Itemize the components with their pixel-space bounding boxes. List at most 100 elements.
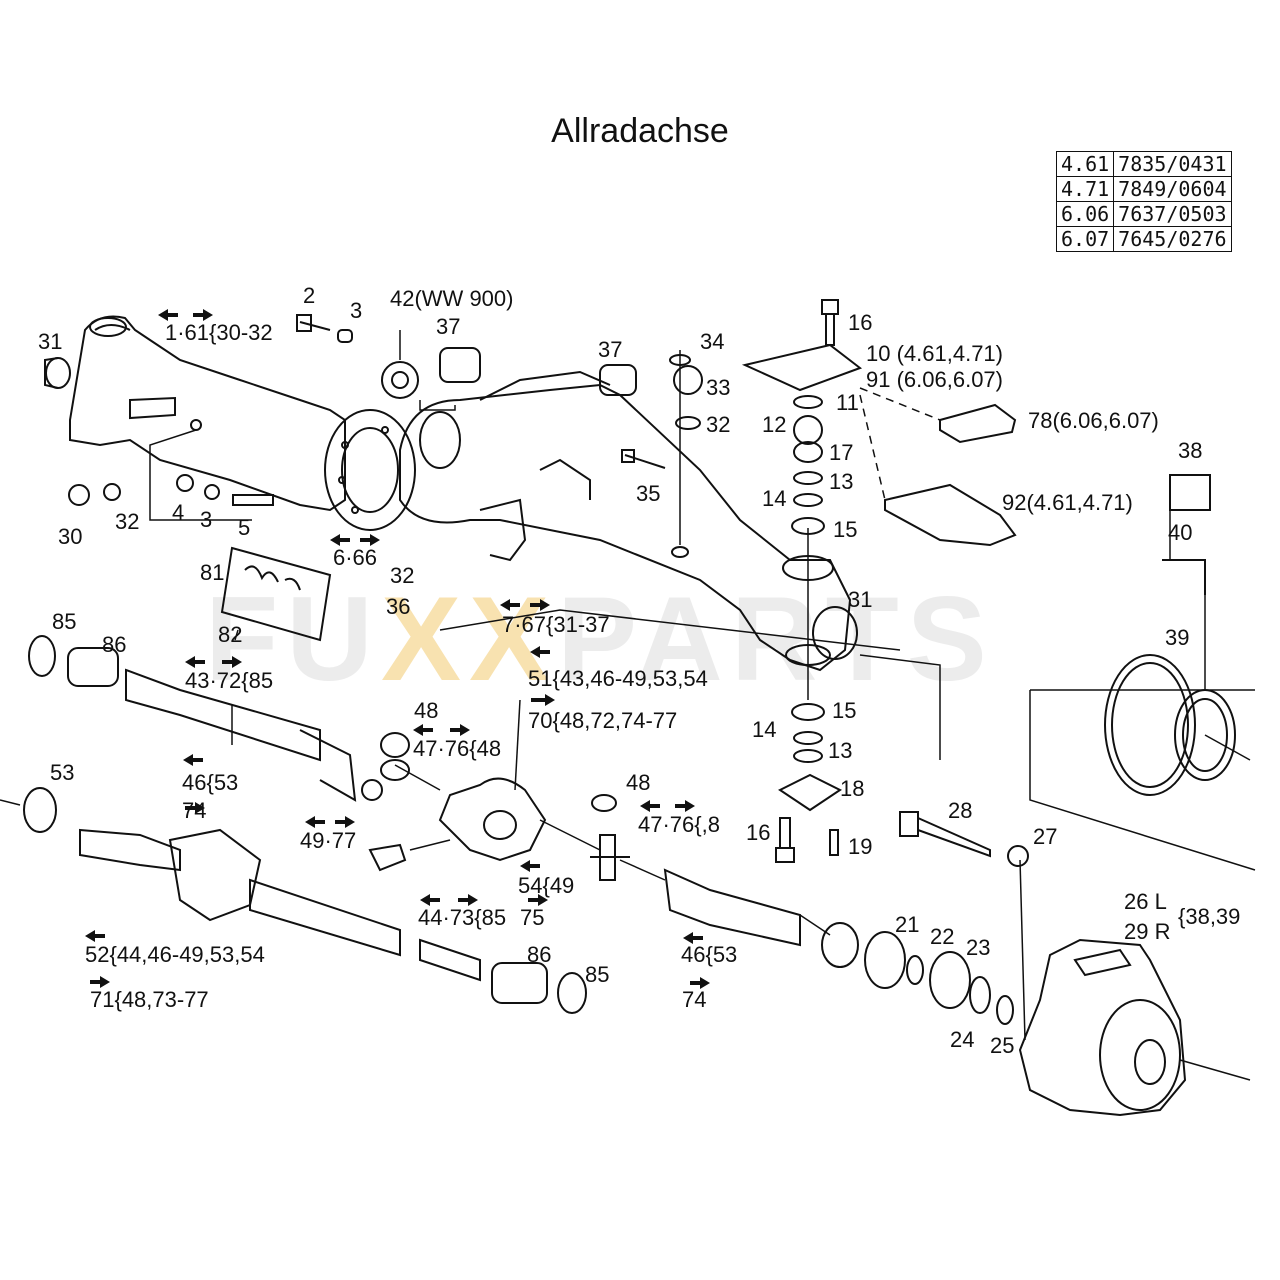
callout-c42: 42(WW 900) xyxy=(390,286,513,311)
callout-c48a: 48 xyxy=(414,698,438,723)
callout-c666: 6·66 xyxy=(333,545,377,570)
callout-c23: 23 xyxy=(966,935,990,960)
callout-c85a: 85 xyxy=(52,609,76,634)
callout-c29: 29 R xyxy=(1124,919,1170,944)
callout-c53a: 53 xyxy=(50,760,74,785)
callout-c39: 39 xyxy=(1165,625,1189,650)
callout-c161: 1·61{30-32 xyxy=(165,320,273,345)
callout-c46a: 46{53 xyxy=(182,770,238,795)
callout-c75: 75 xyxy=(520,905,544,930)
callout-c31b: 31 xyxy=(848,587,872,612)
callout-c17: 17 xyxy=(829,440,853,465)
callout-c2: 2 xyxy=(303,283,315,308)
name-plate xyxy=(220,546,332,642)
axle-housing-left xyxy=(69,315,346,512)
callout-c10: 10 (4.61,4.71) xyxy=(866,341,1003,366)
callout-c13a: 13 xyxy=(829,469,853,494)
steering-knuckle xyxy=(1018,938,1187,1117)
callout-c82: 82 xyxy=(218,622,242,647)
callout-c18: 18 xyxy=(840,776,864,801)
callout-c4: 4 xyxy=(172,500,184,525)
callout-c16a: 16 xyxy=(848,310,872,335)
callout-c3839: {38,39 xyxy=(1178,904,1240,929)
drive-shaft-upper xyxy=(28,635,801,947)
pads xyxy=(884,403,1211,595)
callout-c32c: 32 xyxy=(390,563,414,588)
callout-c48b: 48 xyxy=(626,770,650,795)
callout-c86a: 86 xyxy=(102,632,126,657)
watermark-text-1: FU xyxy=(205,572,381,706)
callout-c3a: 3 xyxy=(350,298,362,323)
callout-c4776b: 47·76{,8 xyxy=(638,812,720,837)
diagram-title: Allradachse xyxy=(551,112,729,150)
callout-c92: 92(4.61,4.71) xyxy=(1002,490,1133,515)
callout-c11: 11 xyxy=(836,390,859,415)
leader-lines xyxy=(0,330,1256,1081)
callout-c19: 19 xyxy=(848,834,872,859)
callout-c37b: 37 xyxy=(598,337,622,362)
drive-shaft-lower xyxy=(23,787,587,1014)
callout-c91: 91 (6.06,6.07) xyxy=(866,367,1003,392)
callout-c5: 5 xyxy=(238,515,250,540)
callout-c30: 30 xyxy=(58,524,82,549)
callout-c21: 21 xyxy=(895,912,919,937)
callout-c36: 36 xyxy=(386,594,410,619)
callout-c85b: 85 xyxy=(585,962,609,987)
model-model-cell: 6.07 xyxy=(1055,226,1115,252)
callout-c26: 26 L xyxy=(1124,889,1167,914)
bearing-row xyxy=(821,922,1014,1025)
callout-c71: 71{48,73-77 xyxy=(90,987,209,1012)
seal-rings xyxy=(1104,654,1236,796)
callout-c24: 24 xyxy=(950,1027,974,1052)
callout-c52: 52{44,46-49,53,54 xyxy=(85,942,265,967)
callout-c86b: 86 xyxy=(527,942,551,967)
callout-c31a: 31 xyxy=(38,329,62,354)
flange-left xyxy=(324,409,416,531)
callout-c34: 34 xyxy=(700,329,724,354)
callout-c37a: 37 xyxy=(436,314,460,339)
callout-c74b: 74 xyxy=(682,987,706,1012)
bushings xyxy=(44,347,637,399)
model-model-cell: 6.06 xyxy=(1055,201,1115,227)
callout-c15b: 15 xyxy=(832,698,856,723)
callout-c4473: 44·73{85 xyxy=(418,905,506,930)
callout-c78: 78(6.06,6.07) xyxy=(1028,408,1159,433)
model-code-cell: 7637/0503 xyxy=(1113,201,1232,227)
callout-c767: 7·67{31-37 xyxy=(502,612,610,637)
callout-c74a: 74 xyxy=(182,798,206,823)
model-code-cell: 7645/0276 xyxy=(1113,226,1232,252)
callout-c27: 27 xyxy=(1033,824,1057,849)
callout-c22: 22 xyxy=(930,924,954,949)
callout-c38: 38 xyxy=(1178,438,1202,463)
callout-c33: 33 xyxy=(706,375,730,400)
callout-c35: 35 xyxy=(636,481,660,506)
callout-c32b: 32 xyxy=(115,509,139,534)
callout-c16b: 16 xyxy=(746,820,770,845)
callout-c15a: 15 xyxy=(833,517,857,542)
callout-c40: 40 xyxy=(1168,520,1192,545)
model-model-cell: 4.61 xyxy=(1055,151,1115,177)
watermark: FUXXPARTS xyxy=(205,570,995,708)
callout-c81: 81 xyxy=(200,560,224,585)
callout-c4372: 43·72{85 xyxy=(185,668,273,693)
callout-c54: 54{49 xyxy=(518,873,574,898)
model-model-cell: 4.71 xyxy=(1055,176,1115,202)
callout-c13b: 13 xyxy=(828,738,852,763)
callout-c3b: 3 xyxy=(200,507,212,532)
callout-c28: 28 xyxy=(948,798,972,823)
callout-c4977: 49·77 xyxy=(300,828,356,853)
model-code-cell: 7849/0604 xyxy=(1113,176,1232,202)
callout-c51: 51{43,46-49,53,54 xyxy=(528,666,708,691)
callout-c70: 70{48,72,74-77 xyxy=(528,708,677,733)
callout-c14a: 14 xyxy=(762,486,786,511)
callout-c4776a: 47·76{48 xyxy=(413,736,501,761)
callout-c32a: 32 xyxy=(706,412,730,437)
direction-arrows xyxy=(85,309,710,989)
callout-c14b: 14 xyxy=(752,717,776,742)
